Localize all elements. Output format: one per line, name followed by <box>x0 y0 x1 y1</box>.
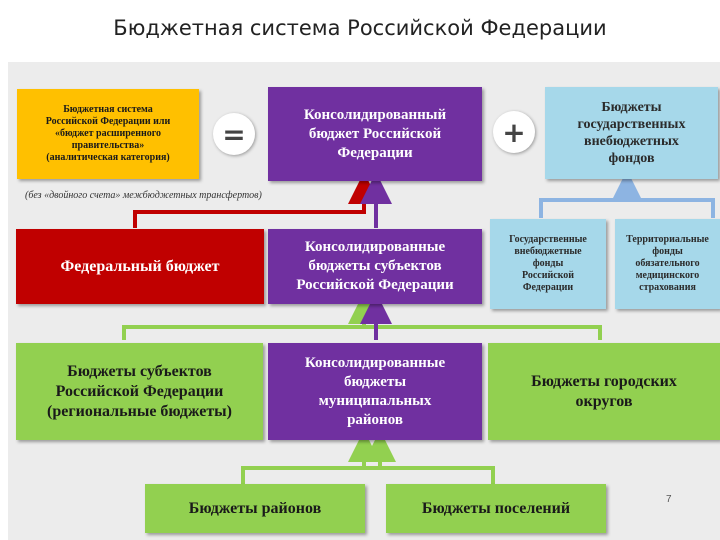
connector-green-bracket-bottom <box>241 466 495 484</box>
district-budgets-box: Бюджеты районов <box>145 484 365 533</box>
page-number: 7 <box>666 494 672 505</box>
consolidated-municipal-box: Консолидированные бюджеты муниципальных … <box>268 343 482 440</box>
double-count-note: (без «двойного счета» межбюджетных транс… <box>25 190 262 201</box>
connector-blue-bracket <box>539 198 715 218</box>
consolidated-subjects-box: Консолидированные бюджеты субъектов Росс… <box>268 229 482 304</box>
state-funds-box: Бюджеты государственных внебюджетных фон… <box>545 87 718 179</box>
connector-green-bracket-mid <box>122 325 602 340</box>
federal-budget-box: Федеральный бюджет <box>16 229 264 304</box>
state-extrabudgetary-funds-box: Государственные внебюджетные фонды Росси… <box>490 219 606 309</box>
page-title: Бюджетная система Российской Федерации <box>113 16 607 40</box>
consolidated-rf-box: Консолидированный бюджет Российской Феде… <box>268 87 482 181</box>
territorial-medical-funds-box: Территориальные фонды обязательного меди… <box>615 219 720 309</box>
regional-budgets-box: Бюджеты субъектов Российской Федерации (… <box>16 343 263 440</box>
analytic-category-box: Бюджетная система Российской Федерации и… <box>17 89 199 179</box>
urban-districts-box: Бюджеты городских округов <box>488 343 720 440</box>
plus-sign: + <box>493 111 535 153</box>
settlement-budgets-box: Бюджеты поселений <box>386 484 606 533</box>
equals-sign: = <box>213 113 255 155</box>
